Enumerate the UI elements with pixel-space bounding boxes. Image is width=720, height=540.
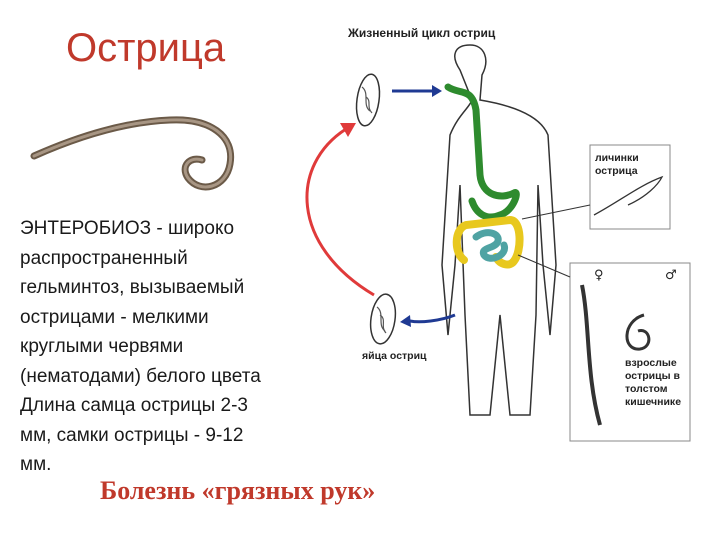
description-text: ЭНТЕРОБИОЗ - широко распространенный гел… [20,218,261,475]
pinworm-illustration [30,116,235,191]
slide-title: Острица [66,26,226,70]
female-symbol: ♀ [594,268,604,283]
arrow-to-eggs [409,313,456,324]
esophagus-stomach [444,83,520,221]
small-intestine [472,229,508,262]
slide-footer: Болезнь «грязных рук» [100,476,376,505]
human-body-outline [441,44,557,416]
larvae-label: личинки острица [595,152,639,177]
male-symbol: ♂ [665,268,677,283]
diagram-title: Жизненный цикл остриц [348,26,496,40]
eggs-label: яйца остриц [362,350,427,362]
adults-label: взрослые острицы в толстом кишечнике [625,357,682,408]
larvae-box [589,144,671,230]
cycle-arrow [305,127,375,297]
large-intestine [452,215,524,269]
life-cycle-diagram [305,44,691,442]
